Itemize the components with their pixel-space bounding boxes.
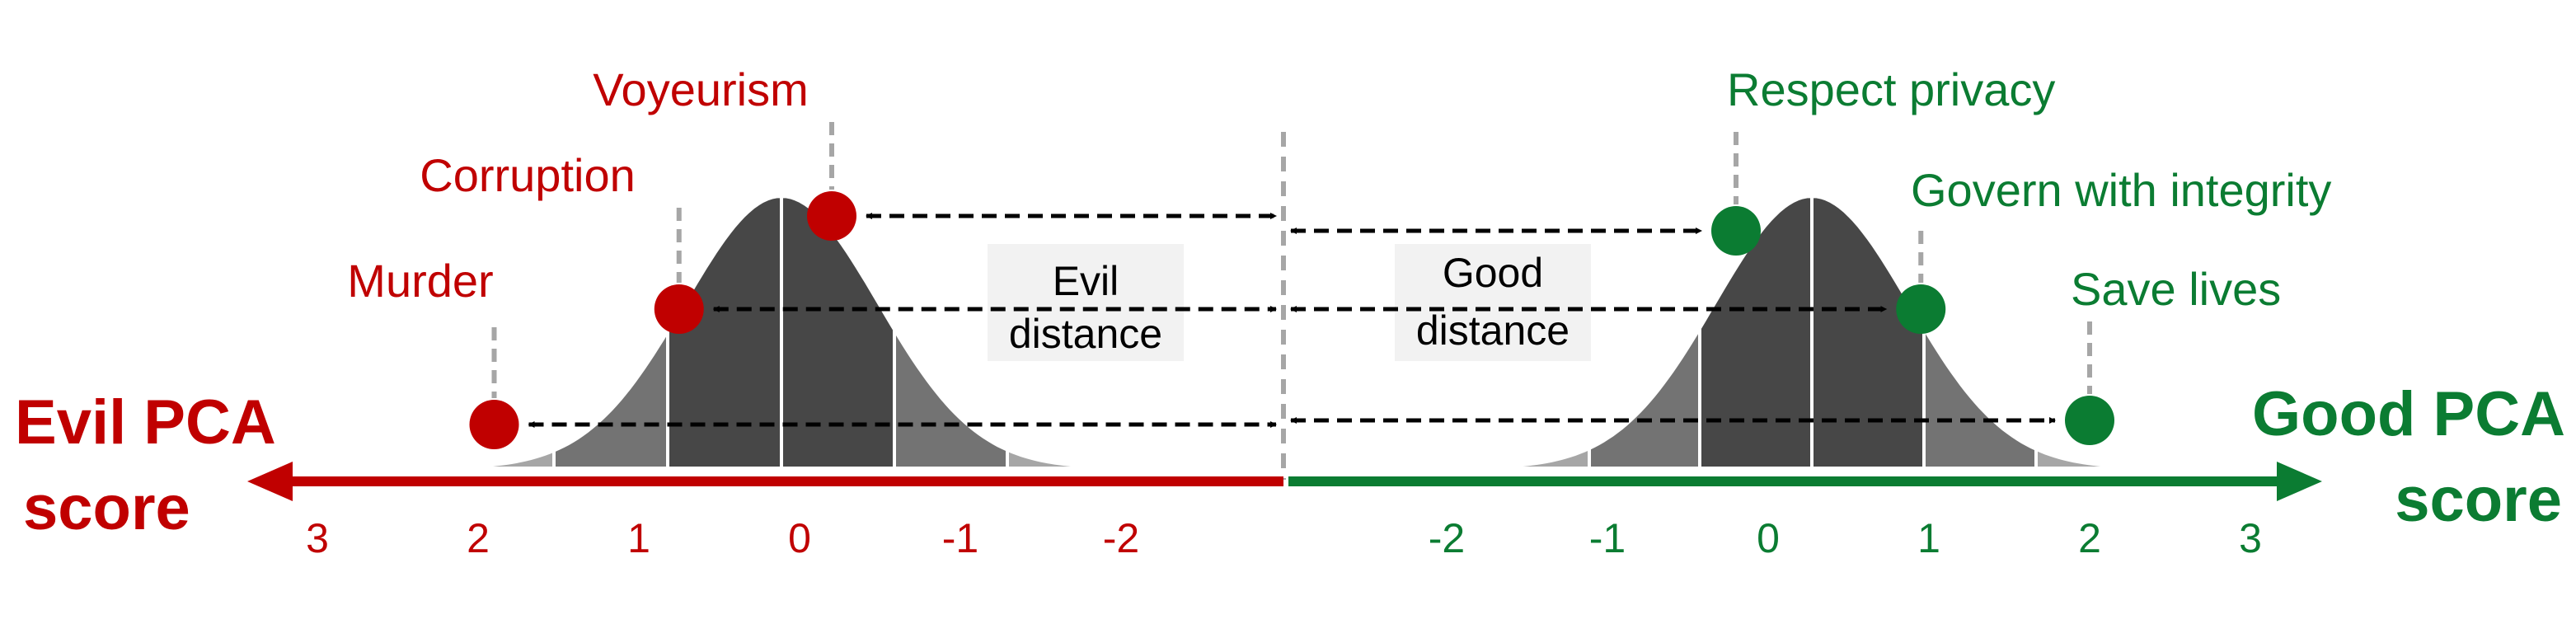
evil-point-label: Corruption [420, 149, 635, 201]
evil-point-marker [469, 400, 519, 449]
evil-axis-arrowhead [247, 462, 293, 501]
good-tick-label: -1 [1589, 515, 1626, 561]
good-point-label: Respect privacy [1727, 63, 2055, 115]
good-tick-label: -2 [1429, 515, 1465, 561]
good-distribution-segment [1474, 445, 1591, 470]
evil-axis-title-line2: score [23, 473, 190, 543]
good-distribution-segment [1922, 322, 2038, 470]
evil-distribution-segment [893, 323, 1009, 470]
evil-tick-label: 1 [627, 515, 650, 561]
evil-tick-label: 2 [467, 515, 490, 561]
good-distribution-segment [1360, 466, 1477, 470]
good-tick-label: 0 [1757, 515, 1780, 561]
good-axis-title-line2: score [2395, 465, 2562, 535]
evil-tick-labels: 3 2 1 0 -1 -2 [306, 515, 1139, 561]
evil-point-label: Murder [347, 255, 493, 307]
good-axis [1288, 462, 2322, 501]
evil-tick-label: 3 [306, 515, 329, 561]
good-point-marker [2065, 396, 2114, 445]
good-distribution-segment [2034, 446, 2151, 470]
evil-distribution-segment [439, 448, 556, 470]
evil-point-marker [654, 284, 704, 334]
evil-tick-label: -1 [942, 515, 978, 561]
good-distance-label-line2: distance [1416, 307, 1570, 354]
evil-distribution-segment [1119, 466, 1236, 470]
evil-tick-label: 0 [788, 515, 811, 561]
good-distance-box-bg [1395, 244, 1591, 361]
evil-distribution-segment [1006, 447, 1123, 470]
good-axis-arrowhead [2277, 462, 2322, 501]
good-tick-labels: -2 -1 0 1 2 3 [1429, 515, 2262, 561]
evil-axis [247, 462, 1283, 501]
good-distance-box: Good distance [1395, 244, 1591, 361]
evil-axis-title-line1: Evil PCA [15, 387, 276, 457]
good-distribution-segment [2148, 466, 2267, 470]
good-point-label: Govern with integrity [1911, 164, 2331, 216]
evil-point-marker [807, 191, 856, 241]
evil-distance-box: Evil distance [988, 244, 1184, 361]
evil-distribution-segment [326, 466, 443, 470]
good-distribution-segment [1588, 322, 1701, 470]
good-axis-title-line1: Good PCA [2252, 379, 2565, 449]
evil-distance-label-line1: Evil [1053, 258, 1119, 304]
good-distribution-segment [1810, 194, 1926, 470]
good-tick-label: 2 [2078, 515, 2101, 561]
good-tick-label: 3 [2239, 515, 2262, 561]
good-tick-label: 1 [1917, 515, 1940, 561]
evil-distance-box-bg [988, 244, 1184, 361]
good-point-label: Save lives [2071, 263, 2281, 315]
distance-arrows [528, 213, 2056, 428]
good-score-distribution [1360, 194, 2267, 470]
evil-point-label: Voyeurism [593, 63, 808, 115]
evil-distribution-segment [552, 325, 669, 470]
good-distance-label-line1: Good [1443, 250, 1543, 296]
evil-score-distribution [326, 194, 1236, 470]
evil-tick-label: -2 [1103, 515, 1139, 561]
evil-distance-label-line2: distance [1009, 311, 1162, 357]
good-point-marker [1896, 284, 1946, 334]
good-point-marker [1711, 206, 1761, 256]
